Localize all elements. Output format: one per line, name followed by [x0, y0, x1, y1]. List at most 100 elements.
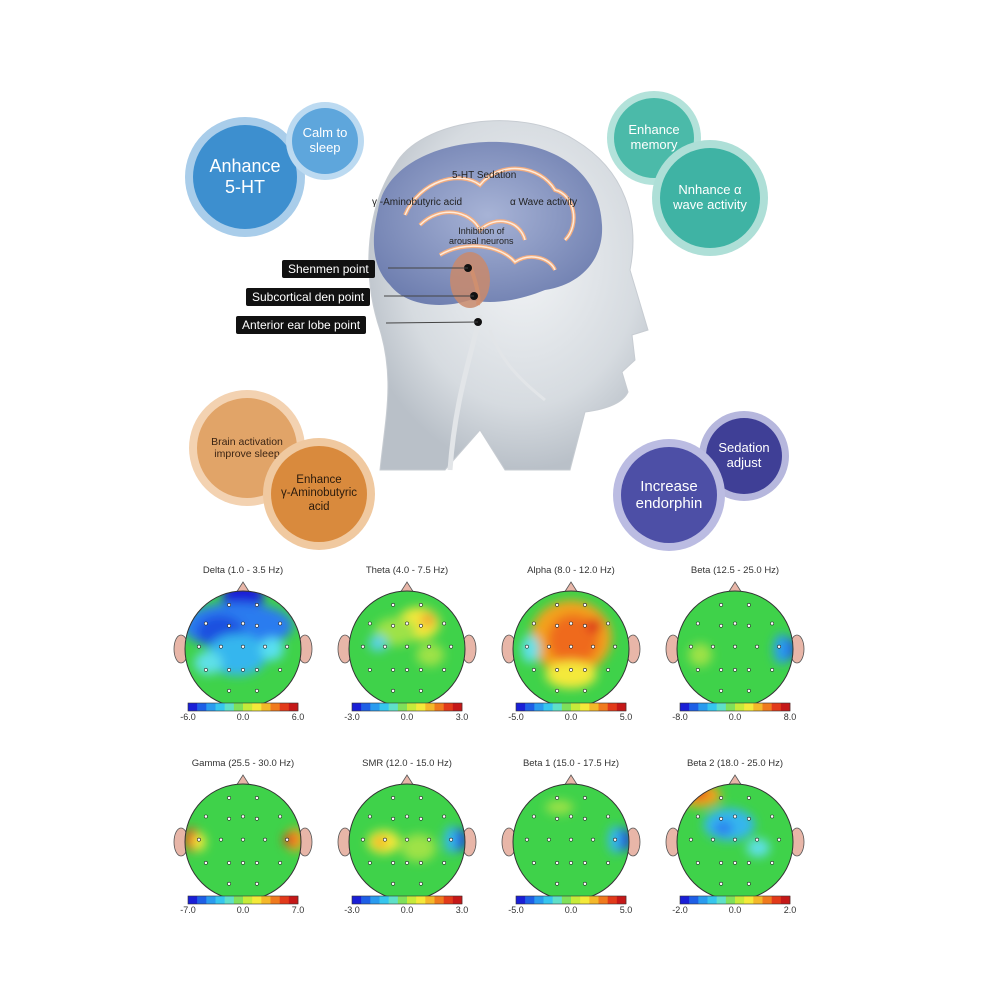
colorbar-segment	[233, 896, 244, 904]
colorbar-segment	[607, 896, 618, 904]
colorbar-tick-label: 6.0	[291, 712, 305, 722]
activity-blob	[545, 800, 574, 815]
colorbar-segment	[206, 896, 216, 904]
electrode-dot	[719, 860, 723, 865]
colorbar-segment	[580, 896, 590, 904]
colorbar-segment	[534, 896, 544, 904]
electrode-dot	[583, 796, 587, 800]
colorbar-segment	[416, 703, 426, 711]
activity-blob	[746, 838, 770, 858]
sedation-label: 5-HT Sedation	[452, 170, 517, 181]
activity-blob	[420, 613, 435, 627]
electrode-dot	[405, 814, 409, 819]
topomap-title: Alpha (8.0 - 12.0 Hz)	[527, 565, 615, 576]
electrode-dot	[405, 860, 409, 865]
electrode-dot	[569, 814, 573, 819]
electrode-dot	[241, 814, 245, 819]
colorbar-segment	[288, 703, 299, 711]
shenmen-point-label: Shenmen point	[282, 260, 375, 278]
colorbar-segment	[288, 896, 299, 904]
activity-blob	[401, 833, 436, 862]
colorbar-tick-label: 7.0	[291, 905, 305, 915]
colorbar-segment	[197, 703, 207, 711]
colorbar-segment	[771, 896, 782, 904]
activity-blob	[283, 832, 296, 847]
electrode-dot	[591, 837, 595, 842]
gaba-label: γ -Aminobutyric acid	[372, 197, 463, 208]
electrode-dot	[227, 667, 231, 672]
electrode-dot	[391, 816, 395, 821]
colorbar-segment	[771, 703, 782, 711]
colorbar-frame	[351, 702, 463, 712]
electrode-dot	[203, 814, 208, 819]
electrode-dot	[278, 667, 283, 672]
electrode-dot	[255, 860, 259, 865]
inhibition-label: Inhibition of arousal neurons	[449, 226, 514, 246]
colorbar-segment	[552, 896, 563, 904]
colorbar-segment	[616, 896, 627, 904]
colorbar-tick-label: -7.0	[180, 905, 196, 915]
electrode-dot	[442, 814, 447, 819]
colorbar-segment	[352, 703, 362, 711]
electrode-dot	[755, 837, 759, 842]
colorbar-segment	[233, 703, 244, 711]
electrode-dot	[695, 814, 700, 819]
electrode-dot	[263, 644, 267, 649]
electrode-dot	[555, 667, 559, 672]
colorbar-frame	[351, 895, 463, 905]
electrode-dot	[367, 814, 372, 819]
colorbar-segment	[215, 896, 225, 904]
colorbar-segment	[388, 703, 399, 711]
colorbar-segment	[607, 703, 618, 711]
topomap-title: Gamma (25.5 - 30.0 Hz)	[191, 758, 295, 769]
electrode-dot	[419, 667, 423, 672]
enhance-memory-bubble: Enhance memory	[614, 98, 694, 178]
anterior-point-label: Anterior ear lobe point	[236, 316, 367, 334]
electrode-dot	[770, 814, 775, 819]
electrode-dot	[583, 667, 587, 672]
electrode-dot	[285, 837, 289, 842]
colorbar-tick-label: 0.0	[728, 905, 742, 915]
electrode-dot	[531, 814, 536, 819]
electrode-dot	[531, 667, 536, 672]
colorbar-tick-label: 8.0	[783, 712, 797, 722]
electrode-dot	[241, 644, 245, 649]
colorbar-tick-label: -3.0	[344, 712, 360, 722]
electrode-dot	[419, 603, 423, 607]
colorbar-tick-label: 0.0	[728, 712, 742, 722]
electrode-dot	[391, 796, 395, 800]
electrode-dot	[427, 837, 431, 842]
electrode-dot	[689, 837, 693, 842]
topomap-head	[173, 581, 313, 712]
colorbar-tick-label: 0.0	[564, 905, 578, 915]
colorbar-tick-label: -3.0	[344, 905, 360, 915]
anhance-5ht-bubble: Anhance 5-HT	[193, 125, 297, 229]
electrode-dot	[606, 814, 611, 819]
alpha-wave-label: α Wave activity	[510, 197, 578, 208]
colorbar-segment	[397, 896, 408, 904]
colorbar-segment	[279, 703, 290, 711]
colorbar-segment	[616, 703, 627, 711]
electrode-dot	[442, 667, 447, 672]
colorbar-segment	[407, 703, 417, 711]
electrode-dot	[606, 860, 611, 865]
brain-activation-bubble: Brain activation improve sleep	[197, 398, 297, 498]
electrode-dot	[733, 814, 737, 819]
electrode-dot	[719, 667, 723, 672]
colorbar-segment	[416, 896, 426, 904]
electrode-dot	[419, 623, 423, 628]
electrode-dot	[391, 860, 395, 865]
activity-blob	[773, 633, 790, 665]
colorbar-segment	[243, 703, 253, 711]
electrode-dot	[241, 667, 245, 672]
electrode-dot	[719, 796, 723, 800]
colorbar-segment	[725, 896, 736, 904]
electrode-dot	[770, 621, 775, 626]
electrode-dot	[361, 644, 365, 649]
